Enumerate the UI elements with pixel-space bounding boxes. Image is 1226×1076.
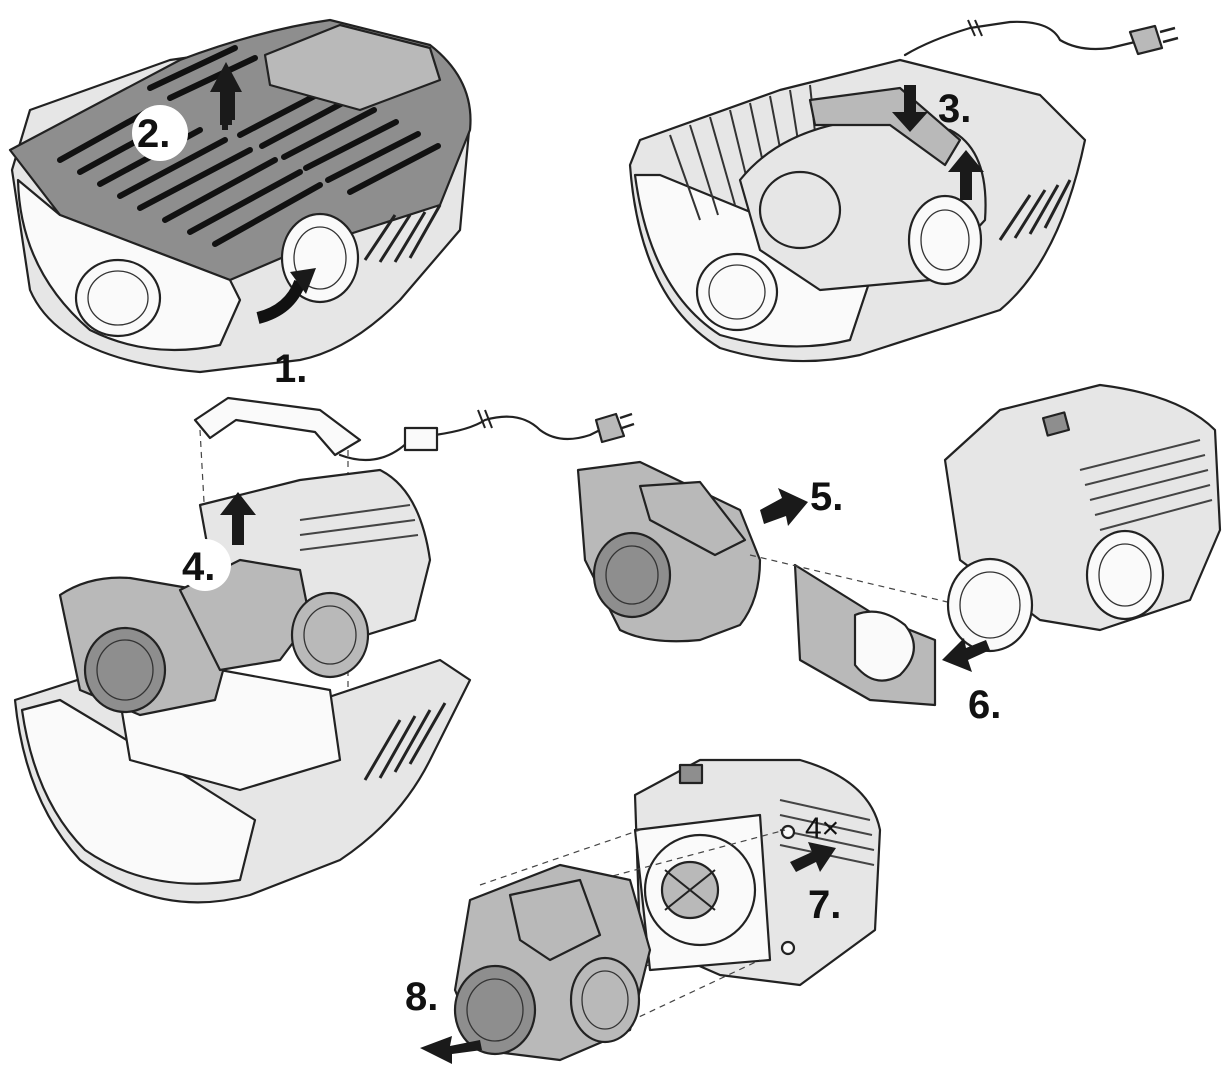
arrow-right-icon	[790, 842, 836, 872]
screw-icon	[780, 824, 796, 956]
arrow-up-icon	[948, 150, 984, 200]
arrow-down-icon	[892, 85, 928, 132]
step-7-label: 7.	[808, 883, 841, 927]
arrow-up-icon	[220, 492, 256, 545]
step-3-label: 3.	[938, 87, 971, 131]
grille-slots	[57, 45, 441, 247]
motor-separation: 4× 7. 8.	[405, 758, 882, 1064]
pump-lift-out: 4.	[13, 396, 635, 904]
step-5-label: 5.	[810, 475, 843, 519]
cover-plate-removal: 5. 6.	[576, 383, 1222, 727]
pump-closed-assembly: 2. 1.	[8, 18, 472, 391]
power-plug-icon	[1128, 24, 1179, 56]
arrow-up-icon	[210, 62, 242, 125]
arrow-right-icon	[760, 488, 808, 526]
pump-open-housing: 3.	[628, 19, 1179, 363]
screw-count-label: 4×	[805, 812, 839, 845]
step-2-label: 2.	[137, 112, 170, 156]
curved-arrow-icon	[256, 279, 306, 324]
arrow-left-icon	[420, 1036, 482, 1064]
step-4-label: 4.	[182, 545, 215, 589]
power-plug-icon	[594, 412, 635, 444]
arrow-left-icon	[942, 638, 990, 672]
step-1-label: 1.	[274, 347, 307, 391]
step-8-label: 8.	[405, 975, 438, 1019]
step-6-label: 6.	[968, 683, 1001, 727]
